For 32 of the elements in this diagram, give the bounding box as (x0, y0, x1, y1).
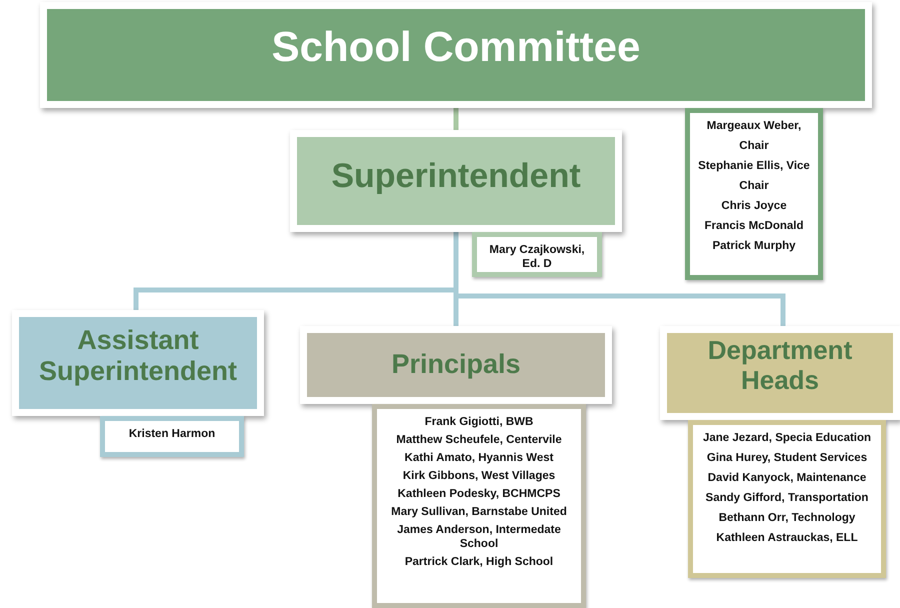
person-name: Jane Jezard, Specia Education (702, 431, 872, 446)
person-name: Chris Joyce (720, 199, 788, 214)
member-list-box (685, 108, 823, 280)
person-name: Mary Czajkowski, Ed. D (488, 243, 586, 271)
person-name: David Kanyock, Maintenance (706, 471, 868, 486)
name-box (472, 232, 602, 277)
person-name: Frank Gigiotti, BWB (424, 415, 534, 429)
person-name: Gina Hurey, Student Services (706, 451, 868, 466)
role-title: Assistant Superintendent (38, 325, 238, 388)
person-name: Francis McDonald (703, 219, 805, 234)
person-name: Partrick Clark, High School (404, 555, 554, 569)
person-name: Patrick Murphy (711, 239, 797, 254)
person-name: Matthew Scheufele, Centervile (395, 433, 563, 447)
person-name: Sandy Gifford, Transportation (704, 491, 870, 506)
role-title: School Committee (272, 23, 640, 72)
member-list-box (688, 420, 886, 578)
role-title: Department Heads (706, 336, 854, 396)
person-name: Stephanie Ellis, Vice Chair (697, 159, 811, 194)
person-name: Kristen Harmon (128, 427, 216, 442)
role-title: Superintendent (331, 157, 581, 196)
person-name: Kathi Amato, Hyannis West (404, 451, 554, 465)
name-box (100, 416, 244, 457)
role-title: Principals (391, 349, 521, 380)
member-list-box (372, 404, 586, 608)
person-name: Kathleen Astrauckas, ELL (715, 531, 859, 546)
person-name: Bethann Orr, Technology (718, 511, 856, 526)
person-name: James Anderson, Intermedate School (396, 523, 562, 551)
person-name: Mary Sullivan, Barnstabe United (390, 505, 568, 519)
person-name: Kirk Gibbons, West Villages (402, 469, 556, 483)
connector-line (454, 108, 458, 130)
person-name: Kathleen Podesky, BCHMCPS (396, 487, 562, 501)
person-name: Margeaux Weber, Chair (706, 119, 802, 154)
